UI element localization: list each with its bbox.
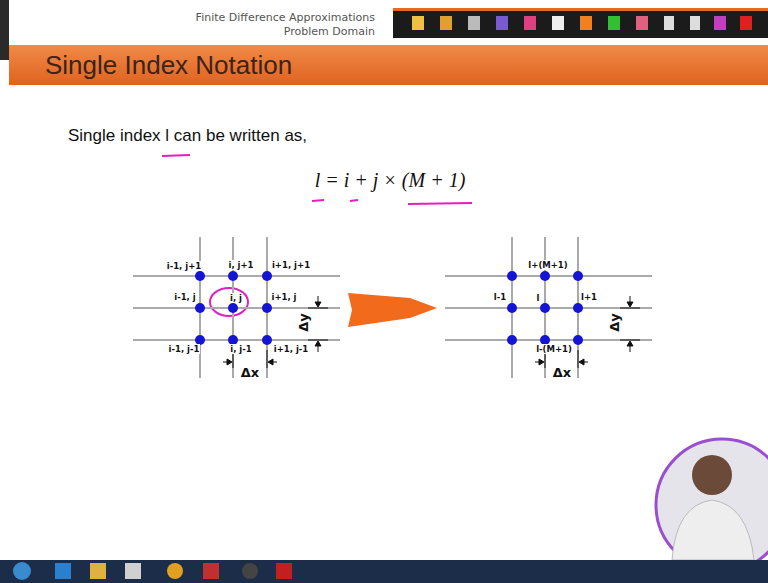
grid-label: i+1, j — [270, 292, 297, 302]
grid-label: i, j+1 — [227, 260, 254, 270]
dimension-label: Δx — [240, 365, 260, 380]
grid-label: l+1 — [580, 292, 598, 302]
pen-underline — [350, 200, 358, 201]
pen-underline — [162, 155, 190, 156]
grid-label: i, j — [229, 293, 243, 303]
tool-icon — [440, 16, 452, 30]
pen-underline — [312, 200, 324, 201]
tool-icon — [636, 16, 648, 30]
pen-annotations — [162, 155, 472, 316]
grid-label: l+(M+1) — [527, 260, 568, 270]
grid-nodes — [195, 271, 583, 345]
tool-icon — [740, 16, 752, 30]
tool-icon — [580, 16, 592, 30]
pen-circle — [210, 288, 248, 316]
grid-label: l-(M+1) — [535, 344, 573, 354]
tool-icon — [608, 16, 620, 30]
toolbar-icons — [412, 16, 752, 30]
toolbar — [393, 8, 768, 38]
body-text: Single index l can be written as, — [68, 126, 307, 146]
tool-icon — [664, 16, 674, 30]
tool-icon — [496, 16, 508, 30]
header-text: Problem Domain — [284, 25, 375, 38]
window-edge — [0, 0, 9, 60]
tool-icon — [690, 16, 700, 30]
tool-icon — [468, 16, 480, 30]
toolbar-strip — [393, 8, 768, 11]
tool-icon — [524, 16, 536, 30]
grid-label: l-1 — [493, 292, 507, 302]
slide-title: Single Index Notation — [45, 50, 292, 81]
mapping-arrow — [348, 293, 437, 327]
left-grid-lines — [133, 237, 340, 378]
title-bar — [9, 45, 768, 85]
pen-underline — [408, 203, 472, 204]
grid-label: i+1, j+1 — [271, 260, 311, 270]
tool-icon — [714, 16, 726, 30]
header-text: Finite Difference Approximations — [196, 11, 375, 24]
grid-label: l — [536, 293, 541, 303]
tool-icon — [552, 16, 564, 30]
dimension-label: Δx — [552, 365, 572, 380]
grid-label: i-1, j — [173, 292, 196, 302]
taskbar-icons — [13, 562, 292, 580]
presenter-video — [656, 439, 768, 571]
tool-icon — [412, 16, 424, 30]
dimension-label: Δy — [606, 312, 621, 333]
grid-label: i+1, j-1 — [273, 344, 310, 354]
right-grid-lines — [445, 237, 652, 378]
equation: l = i + j × (M + 1) — [315, 169, 466, 192]
grid-label: i-1, j-1 — [168, 344, 201, 354]
taskbar — [0, 560, 768, 583]
dimension-label: Δy — [295, 312, 310, 333]
grid-label: i-1, j+1 — [166, 261, 203, 271]
grid-label: i, j-1 — [229, 344, 252, 354]
